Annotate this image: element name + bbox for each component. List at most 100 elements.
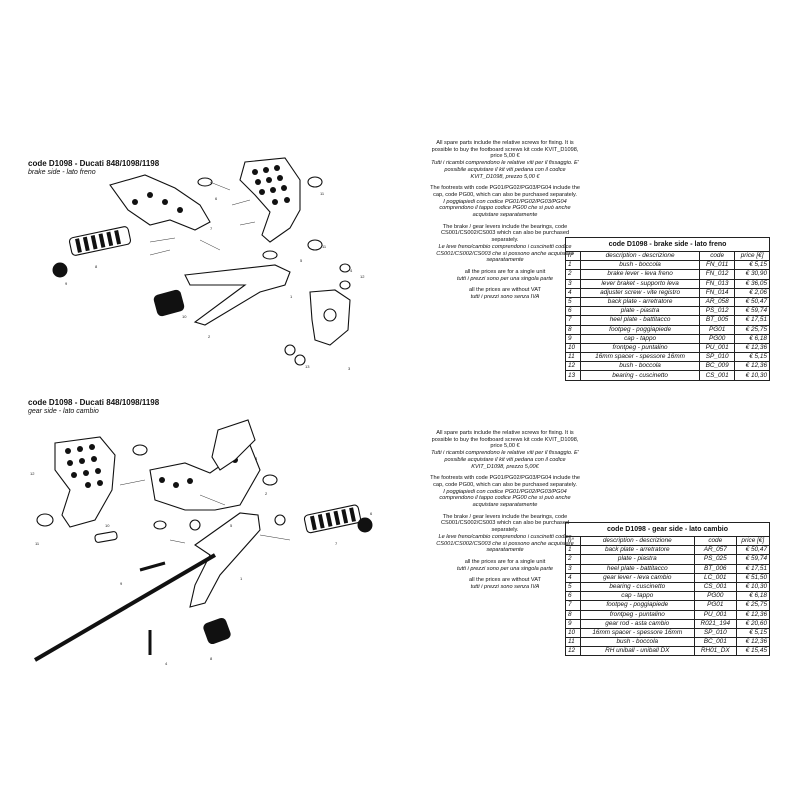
part-code: PS_025 [693, 554, 737, 565]
part-number: 10 [564, 342, 582, 354]
label-1: 1 [290, 294, 293, 299]
part-code: AR_058 [699, 296, 736, 308]
label-7: 7 [335, 541, 338, 546]
part-description: bush - boccola [579, 637, 695, 648]
label-4: 4 [165, 661, 168, 666]
part-number: 4 [564, 287, 582, 298]
part-number: 1 [564, 260, 582, 271]
part-number: 4 [565, 572, 581, 583]
part-number: 11 [564, 352, 582, 363]
part-code: PG00 [699, 333, 736, 344]
label-6: 6 [370, 511, 373, 516]
note-footrests: The footrests with code PG01/PG02/PG03/P… [430, 185, 580, 219]
note-footrests: The footrests with code PG01/PG02/PG03/P… [430, 475, 580, 509]
back-plate-holes [252, 165, 290, 205]
part-description: frontpeg - puntalino [579, 609, 695, 620]
part-description: cap - tappo [580, 333, 701, 344]
table-caption: code D1098 - brake side - lato freno [565, 237, 770, 252]
part-number: 8 [564, 324, 582, 335]
frontpeg-part [153, 289, 185, 317]
part-code: FN_014 [699, 287, 736, 298]
part-code: SP_010 [699, 352, 736, 363]
gear-side-subtitle: gear side - lato cambio [28, 408, 99, 415]
part-description: heel plate - battitacco [579, 563, 695, 574]
note-levers: The brake / gear levers include the bear… [436, 223, 574, 264]
part-code: RH01_DX [693, 646, 737, 657]
part-number: 5 [564, 296, 582, 308]
part-description: brake lever - leva freno [580, 269, 701, 280]
part-number: 2 [565, 554, 581, 565]
label-8: 8 [95, 264, 98, 269]
spacer-part [94, 531, 118, 543]
label-2: 2 [208, 334, 211, 339]
part-number: 3 [565, 563, 581, 574]
part-code: BC_001 [693, 637, 737, 648]
part-number: 6 [564, 306, 582, 317]
gear-side-title: code D1098 - Ducati 848/1098/1198 [28, 398, 160, 407]
part-price: € 20,60 [735, 618, 771, 629]
part-description: back plate - arretratore [580, 296, 701, 308]
part-price: € 25,75 [734, 324, 770, 335]
part-number: 9 [564, 333, 582, 344]
part-description: bush - boccola [580, 260, 701, 271]
label-5: 5 [300, 258, 303, 263]
part-description: 16mm spacer - spessore 16mm [579, 627, 695, 639]
brake-lever-part [184, 264, 291, 326]
part-number: 3 [564, 278, 582, 289]
part-code: FN_011 [699, 260, 736, 271]
label-8: 8 [210, 656, 213, 661]
part-code: CS_001 [699, 370, 736, 381]
part-code: PU_001 [693, 609, 737, 620]
part-description: gear lever - leva cambio [579, 572, 695, 583]
diagram-part-numbers: 9 8 10 2 11 11 5 12 4 3 13 6 7 1 [65, 191, 365, 371]
label-13: 13 [305, 364, 310, 369]
part-price: € 15,45 [735, 646, 771, 657]
part-description: heel plate - battitacco [580, 315, 701, 326]
part-description: bearing - cuscinetto [580, 370, 701, 381]
plate-part [109, 174, 211, 231]
part-description: cap - tappo [579, 591, 695, 602]
footpeg-part [303, 504, 362, 534]
brake-side-exploded-diagram: 9 8 10 2 11 11 5 12 4 3 13 6 7 1 [52, 157, 365, 371]
part-price: € 5,15 [734, 260, 770, 271]
label-11: 11 [320, 191, 325, 196]
part-number: 11 [565, 637, 581, 648]
cap-part [357, 517, 373, 533]
part-number: 7 [565, 600, 581, 611]
part-number: 8 [565, 609, 581, 620]
label-12: 12 [30, 471, 35, 476]
note-screws: All spare parts include the relative scr… [431, 140, 579, 180]
label-3: 3 [348, 366, 351, 371]
part-price: € 12,36 [734, 342, 770, 354]
part-price: € 6,18 [734, 333, 770, 344]
part-price: € 12,36 [735, 637, 771, 648]
part-number: 10 [565, 627, 581, 639]
part-price: € 25,75 [735, 600, 771, 611]
part-price: € 17,51 [735, 563, 771, 574]
label-11b: 11 [322, 244, 327, 249]
part-price: € 2,06 [734, 287, 770, 298]
part-description: footpeg - poggiapiede [579, 600, 695, 611]
label-9: 9 [65, 281, 68, 286]
part-code: FN_013 [699, 278, 736, 289]
part-description: footpeg - poggiapiede [580, 324, 701, 335]
part-code: PG00 [693, 591, 737, 602]
part-code: BT_005 [699, 315, 736, 326]
part-description: bush - boccola [580, 361, 701, 372]
brake-side-subtitle: brake side - lato freno [28, 169, 96, 176]
